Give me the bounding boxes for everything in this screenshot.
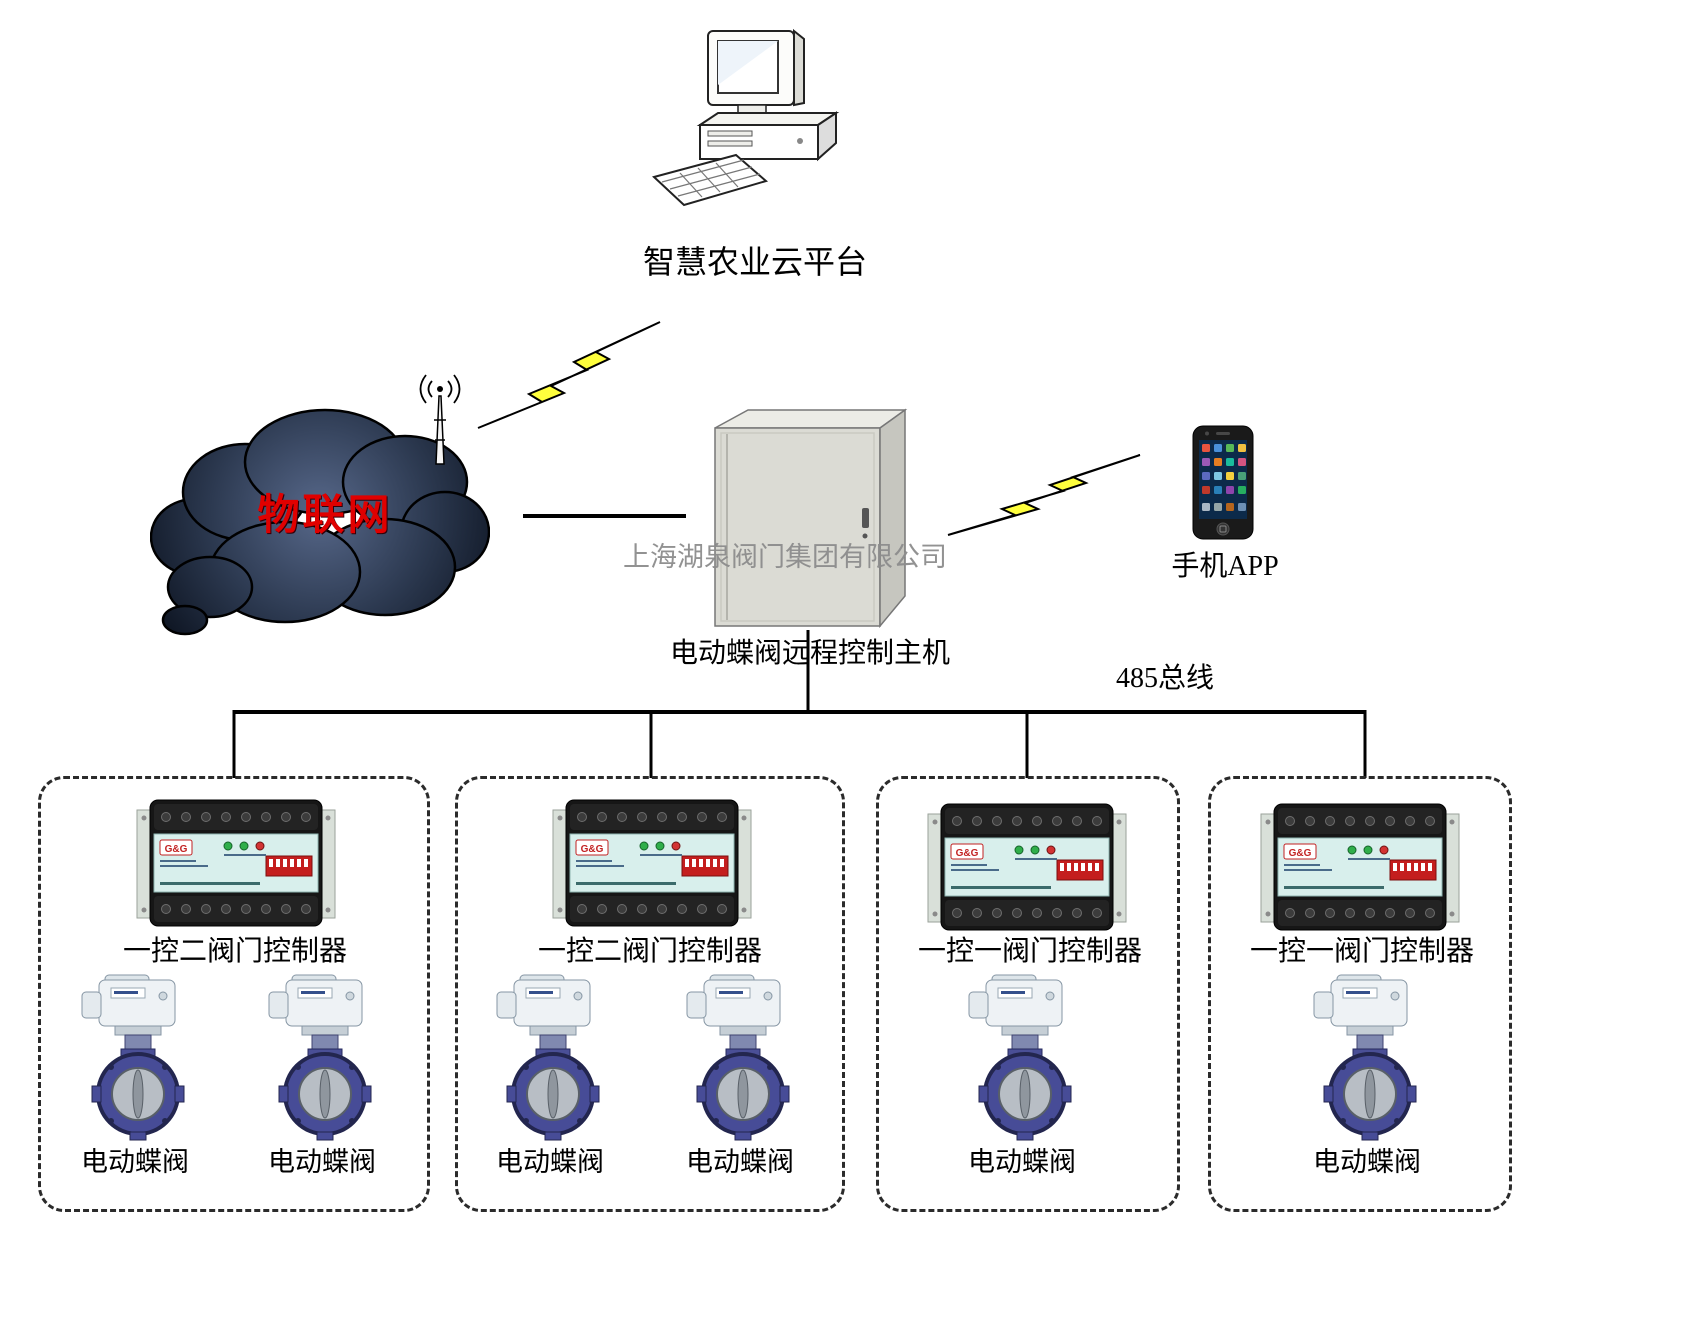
butterfly-valve-4a [1307,972,1427,1142]
iot-cloud [150,374,490,636]
antenna-icon [419,374,461,465]
valve-label-3a: 电动蝶阀 [968,1147,1076,1177]
valve-label-2b: 电动蝶阀 [686,1147,794,1177]
valve-label-2a: 电动蝶阀 [496,1147,604,1177]
phone-app-label: 手机APP [1171,551,1279,582]
smartphone [1192,425,1254,540]
butterfly-valve-1b [262,972,382,1142]
phone-home-button [1216,522,1230,536]
valve-group-2 [455,776,845,1212]
cabinet-door-handle [862,508,869,528]
cloud-shape [150,408,490,636]
valve-controller-3 [927,802,1127,932]
valve-controller-4 [1260,802,1460,932]
butterfly-valve-1a [75,972,195,1142]
cloud-platform-label: 智慧农业云平台 [642,244,867,280]
lightning-bolt-host-to-phone [947,454,1141,536]
valve-group-1 [38,776,430,1212]
lightning-bolt-cloud-to-pc [477,321,661,429]
valve-controller-1 [136,798,336,928]
valve-label-4a: 电动蝶阀 [1313,1147,1421,1177]
bus-485-label: 485总线 [1115,663,1214,694]
butterfly-valve-2a [490,972,610,1142]
keyboard [652,153,769,207]
valve-group-3 [876,776,1180,1212]
company-watermark: 上海湖泉阀门集团有限公司 [623,542,947,572]
butterfly-valve-3a [962,972,1082,1142]
control-host-cabinet [714,408,908,629]
valve-label-1b: 电动蝶阀 [268,1147,376,1177]
phone-app-icons [1202,444,1246,511]
valve-group-4 [1208,776,1512,1212]
controller-label-4: 一控一阀门控制器 [1249,936,1474,967]
controller-label-2: 一控二阀门控制器 [537,936,762,967]
cabinet-front [714,427,881,627]
valve-label-1a: 电动蝶阀 [81,1147,189,1177]
iot-label: 物联网 [257,493,393,539]
desktop-computer-icon [652,28,840,207]
valve-controller-2 [552,798,752,928]
butterfly-valve-2b [680,972,800,1142]
controller-label-3: 一控一阀门控制器 [917,936,1142,967]
control-host-label: 电动蝶阀远程控制主机 [669,638,950,669]
cloud-platform-computer [652,28,840,207]
controller-label-1: 一控二阀门控制器 [122,936,347,967]
